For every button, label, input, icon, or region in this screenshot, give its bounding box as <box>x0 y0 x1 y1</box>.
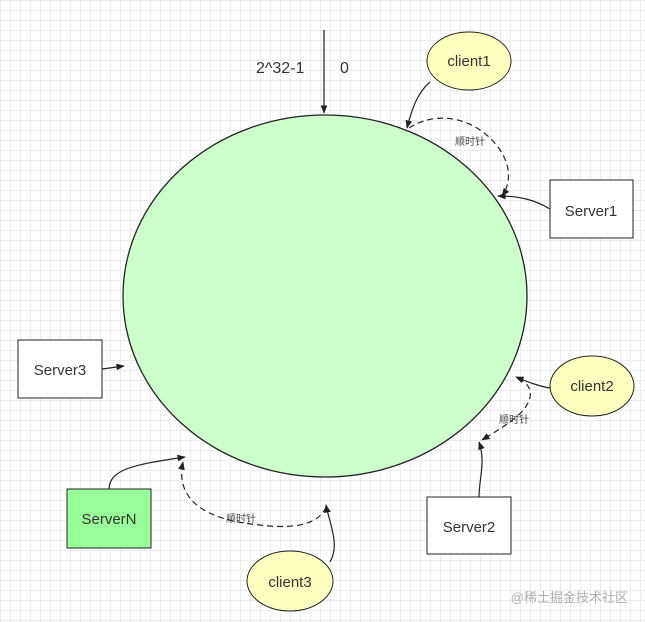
clockwise-label-2: 顺时针 <box>499 413 529 426</box>
clockwise-label-1: 顺时针 <box>455 135 485 148</box>
server2-label: Server2 <box>443 519 496 536</box>
client3-node <box>246 550 334 612</box>
watermark: @稀土掘金技术社区 <box>511 590 628 605</box>
server-n-to-ring-arrow <box>108 454 186 490</box>
client2-clockwise-path <box>481 378 531 441</box>
clockwise-label-3: 顺时针 <box>226 512 256 525</box>
client1-label: client1 <box>447 53 490 70</box>
server3-label: Server3 <box>34 362 87 379</box>
ring-max-label: 2^32-1 <box>256 60 305 77</box>
server-n-label: ServerN <box>81 511 136 528</box>
server2-to-ring-arrow <box>478 441 485 498</box>
server3-node <box>17 339 103 399</box>
client2-label: client2 <box>570 378 613 395</box>
client2-to-ring-arrow <box>515 376 551 389</box>
ring-zero-label: 0 <box>340 60 349 77</box>
client3-label: client3 <box>268 574 311 591</box>
client3-to-ring-arrow <box>324 504 335 563</box>
client1-node <box>426 31 512 91</box>
server1-label: Server1 <box>565 203 618 220</box>
client1-to-ring-arrow <box>405 81 431 129</box>
hash-ring <box>122 114 528 478</box>
server2-node <box>426 496 512 555</box>
client2-node <box>549 355 635 417</box>
server3-to-ring-arrow <box>101 363 125 371</box>
client3-clockwise-path <box>178 461 327 528</box>
server1-to-ring-arrow <box>497 192 551 210</box>
server1-node <box>549 179 634 239</box>
